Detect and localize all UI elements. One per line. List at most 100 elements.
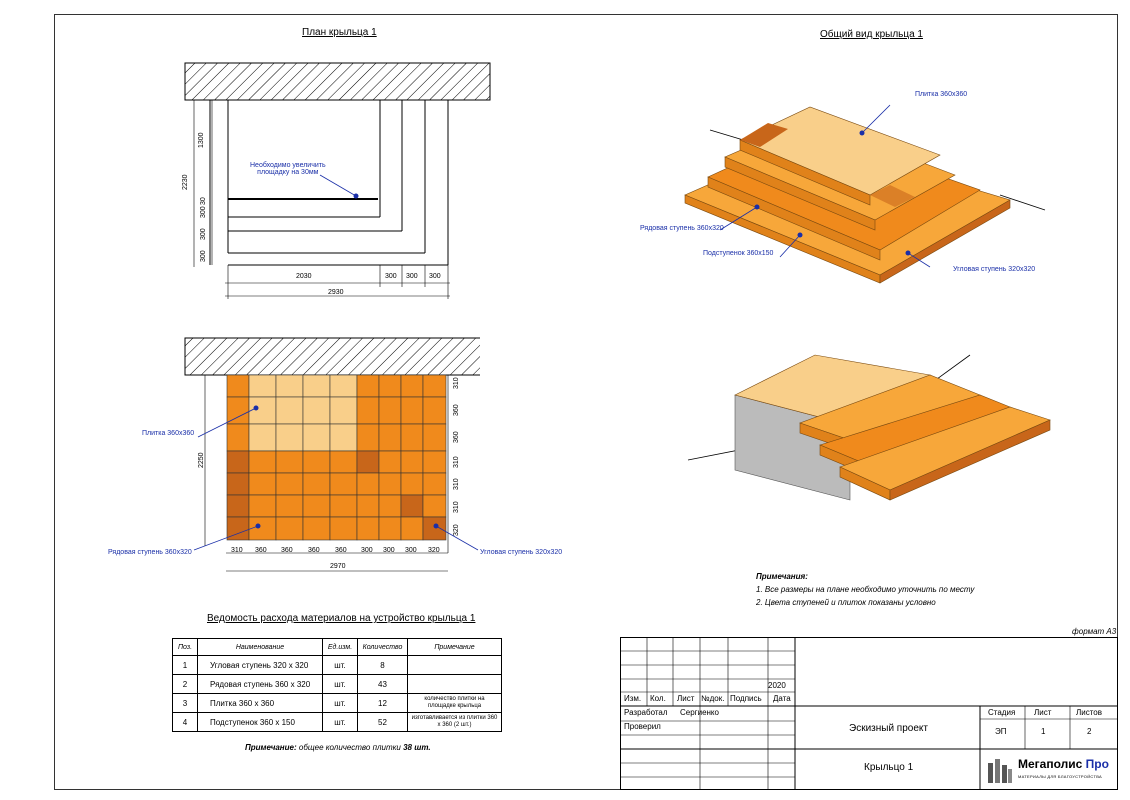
notes-2: 2. Цвета ступеней и плиток показаны усло… [756,598,936,607]
spec-cell-qty: 43 [357,674,408,694]
tile-leaders [193,405,479,551]
plan-drawing [184,62,491,299]
tb-col-sign: Подпись [730,694,762,703]
spec-row: 2 Рядовая ступень 360 х 320 шт. 43 [172,674,502,694]
tile-cell [400,374,424,398]
tile-cell [275,423,304,452]
spec-header-row: Поз. Наименование Ед.изм. Количество При… [172,638,502,656]
tb-sheet: 1 [1041,727,1046,736]
spec-cell-note [407,674,502,694]
tile-dim-right: 310 [453,478,460,490]
spec-cell-unit: шт. [322,693,358,713]
tb-stage: ЭП [995,727,1007,736]
logo-buildings-icon [988,759,1012,783]
tb-sheets: 2 [1087,727,1092,736]
spec-cell-name: Плитка 360 х 360 [197,693,323,713]
title-block-grid [620,637,1118,790]
view3d-title: Общий вид крыльца 1 [820,29,923,40]
tile-cell [248,396,277,425]
tile-dim-bottom: 310 [231,547,243,554]
tile-cell [302,396,331,425]
tile-label-plate: Плитка 360х360 [142,430,195,437]
tile-cell [302,374,331,398]
tb-sheets-h: Листов [1076,708,1102,717]
tile-dim-bottom: 300 [383,547,395,554]
drawing-sheet [54,14,1118,790]
spec-h-qty: Количество [357,638,408,656]
spec-cell-qty: 8 [357,655,408,675]
plan-note: Необходимо увеличить площадку на 30мм [250,162,326,176]
spec-h-note: Примечание [407,638,502,656]
spec-footnote: Примечание: общее количество плитки 38 ш… [245,743,431,752]
plan-dim-v-300b: 300 [200,228,207,240]
plan-dim-h-300c: 300 [429,273,441,280]
stairs-3d-view-2 [687,354,1051,501]
plan-dim-h-2030: 2030 [296,273,312,280]
plan-dim-v-1300: 1300 [198,132,205,148]
spec-table: Поз. Наименование Ед.изм. Количество При… [172,638,502,732]
view3d-label-tile: Плитка 360х360 [915,91,968,98]
tile-dim-2250: 2250 [198,452,205,468]
spec-cell-name: Угловая ступень 320 х 320 [197,655,323,675]
tb-col-kol: Кол. [650,694,666,703]
company-logo: Мегаполис Про МАТЕРИАЛЫ ДЛЯ БЛАГОУСТРОЙС… [986,753,1114,785]
spec-cell-unit: шт. [322,712,358,732]
tile-cell [226,374,250,398]
plan-dim-h-2930: 2930 [328,289,344,296]
tile-dim-right: 360 [453,404,460,416]
spec-cell-pos: 2 [172,674,198,694]
tile-cell [248,423,277,452]
tile-dim-right: 320 [453,524,460,536]
tb-col-ndok: №док. [701,694,725,703]
tile-dim-bottom: 360 [281,547,293,554]
tile-cell [422,374,447,398]
tile-dim-bottom: 300 [361,547,373,554]
spec-cell-unit: шт. [322,674,358,694]
tb-stage-h: Стадия [988,708,1016,717]
spec-footnote-text: общее количество плитки [298,743,401,752]
tile-cell [356,374,380,398]
stairs-3d-view-1 [684,104,1046,284]
tile-dim-bottom: 360 [335,547,347,554]
format-label: формат А3 [1072,627,1117,636]
spec-row: 3 Плитка 360 х 360 шт. 12 количество пли… [172,693,502,713]
spec-cell-name: Рядовая ступень 360 х 320 [197,674,323,694]
tb-col-izm: Изм. [624,694,642,703]
tb-developed-name: Сергиенко [680,708,719,717]
tile-grid [226,374,447,541]
tile-dim-right: 310 [453,456,460,468]
tile-dim-bottom: 300 [405,547,417,554]
spec-cell-note: изготавливается из плитки 360 х 360 (2 ш… [407,712,502,732]
spec-cell-qty: 12 [357,693,408,713]
plan-dim-v-2230: 2230 [182,174,189,190]
tile-dim-right: 310 [453,501,460,513]
tb-object: Крыльцо 1 [864,762,914,773]
tile-cell [302,423,331,452]
spec-cell-pos: 3 [172,693,198,713]
plan-dim-h-300b: 300 [406,273,418,280]
plan-dim-h-300a: 300 [385,273,397,280]
plan-dim-v-300a: 300 [200,206,207,218]
spec-row: 1 Угловая ступень 320 х 320 шт. 8 [172,655,502,675]
spec-title: Ведомость расхода материалов на устройст… [207,613,476,624]
tb-checked-label: Проверил [624,722,661,731]
tile-cell [275,374,304,398]
spec-cell-qty: 52 [357,712,408,732]
tb-sheet-h: Лист [1034,708,1052,717]
notes-block: Примечания: 1. Все размеры на плане необ… [756,572,974,607]
plan-note-line1: Необходимо увеличить [250,162,326,169]
tile-dim-2970: 2970 [330,563,346,570]
tile-layout-drawing [184,337,480,572]
plan-dim-v-30: 30 [200,197,207,205]
logo-text: Мегаполис Про [1018,757,1109,771]
tile-dim-right: 360 [453,431,460,443]
view3d-label-step: Рядовая ступень 360х320 [640,225,724,232]
spec-row: 4 Подступенок 360 х 150 шт. 52 изготавли… [172,712,502,732]
tile-cell [329,396,358,425]
logo-tagline: МАТЕРИАЛЫ ДЛЯ БЛАГОУСТРОЙСТВА [1018,774,1103,779]
tb-developed-label: Разработал [624,708,668,717]
spec-footnote-value: 38 шт. [403,743,431,752]
tile-dim-right: 310 [453,377,460,389]
spec-footnote-label: Примечание: [245,743,297,752]
spec-h-name: Наименование [197,638,323,656]
